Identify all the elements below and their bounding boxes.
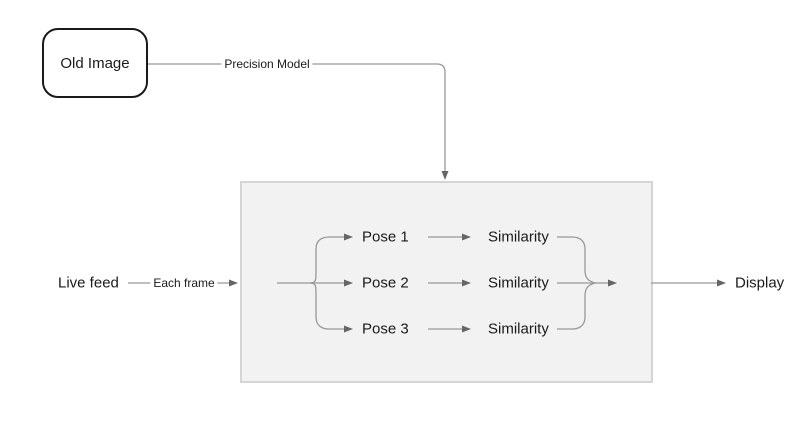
- edge-split-to-pose-1: [309, 233, 353, 284]
- processing-box: [240, 181, 653, 383]
- edge-similarity-1-to-merge: [557, 236, 596, 284]
- live-feed-label: Live feed: [58, 274, 119, 292]
- similarity-1-label: Similarity: [488, 228, 549, 246]
- old-image-label: Old Image: [60, 54, 130, 72]
- display-label: Display: [735, 274, 785, 292]
- edge-similarity-3-to-merge: [557, 282, 596, 330]
- pose-1-label: Pose 1: [362, 228, 409, 246]
- edge-old-image-to-box: [148, 63, 449, 180]
- similarity-3-label: Similarity: [488, 320, 549, 338]
- edge-split-to-pose-3: [309, 282, 353, 333]
- pose-3-label: Pose 3: [362, 320, 409, 338]
- pose-2-label: Pose 2: [362, 274, 409, 292]
- precision-model-edge-label: Precision Model: [221, 56, 313, 72]
- old-image-node: Old Image: [42, 28, 148, 98]
- each-frame-edge-label: Each frame: [150, 275, 218, 291]
- similarity-2-label: Similarity: [488, 274, 549, 292]
